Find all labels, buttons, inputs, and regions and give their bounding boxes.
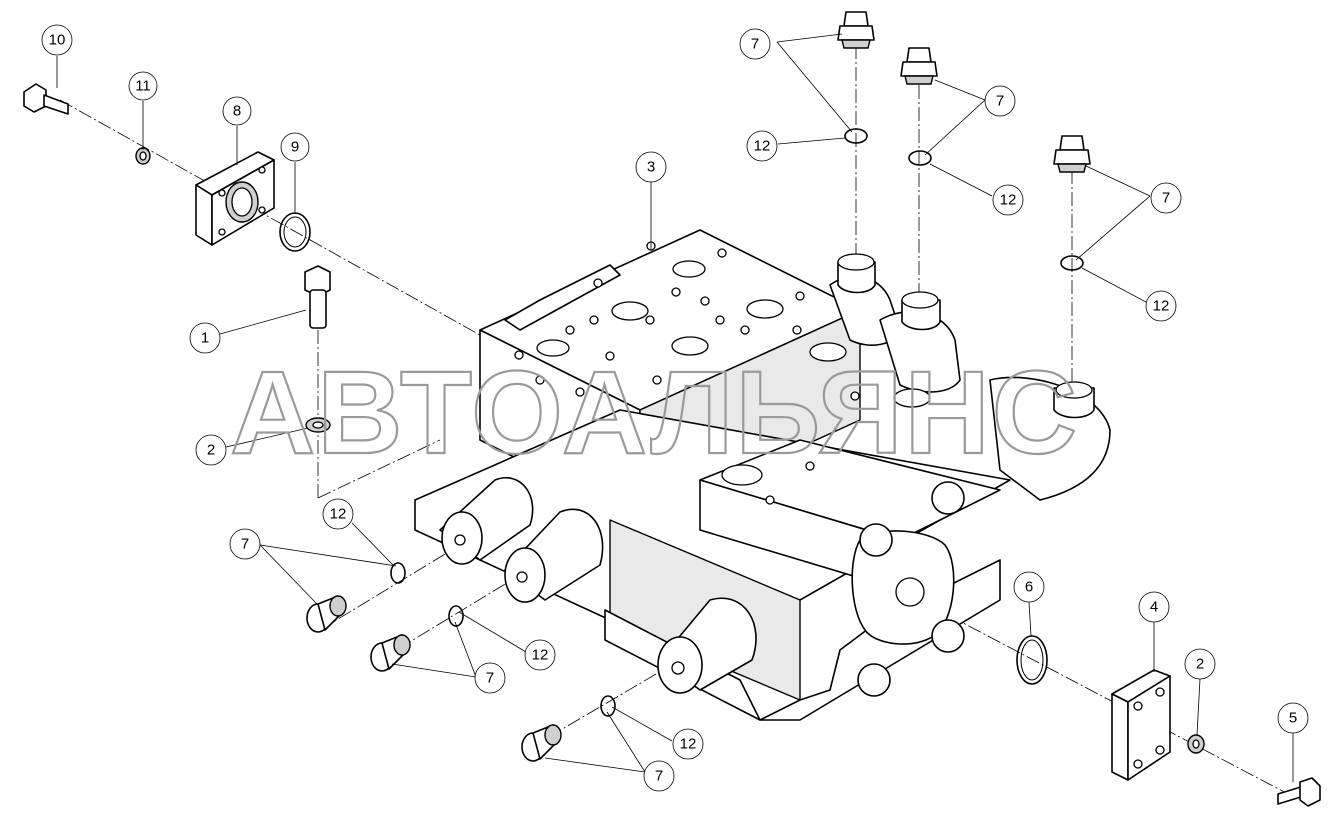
- svg-text:12: 12: [1153, 298, 1170, 315]
- callout-7-top-1: 7: [739, 28, 771, 60]
- o-ring-part-6: [1016, 635, 1048, 685]
- callout-12-top-3: 12: [1145, 290, 1177, 322]
- svg-text:8: 8: [233, 103, 241, 120]
- callout-10: 10: [41, 24, 73, 56]
- leader-lines: [56, 33, 1294, 782]
- callout-2-left: 2: [195, 434, 227, 466]
- callout-12-top-2: 12: [992, 184, 1024, 216]
- flange-plate-part-8: [195, 151, 275, 246]
- svg-text:7: 7: [241, 536, 249, 553]
- svg-text:5: 5: [1289, 710, 1297, 727]
- svg-text:2: 2: [1196, 656, 1204, 673]
- callout-5: 5: [1277, 702, 1309, 734]
- bolt-part-10: [23, 83, 69, 115]
- cover-plate-part-4: [1111, 669, 1171, 781]
- callout-4: 4: [1138, 591, 1170, 623]
- svg-text:10: 10: [49, 32, 66, 49]
- svg-text:7: 7: [751, 36, 759, 53]
- svg-text:12: 12: [754, 138, 771, 155]
- bolt-part-5: [1277, 777, 1321, 807]
- valve-body-part-3: [414, 229, 1111, 721]
- svg-text:7: 7: [1162, 190, 1170, 207]
- callout-7-front-1: 7: [229, 528, 261, 560]
- callout-8: 8: [222, 96, 252, 126]
- callout-12-top-1: 12: [746, 130, 778, 162]
- svg-text:12: 12: [330, 506, 347, 523]
- callout-12-front-1: 12: [322, 498, 354, 530]
- callout-12-front-2: 12: [524, 639, 556, 671]
- svg-text:2: 2: [207, 442, 215, 459]
- watermark-text: АВТОАЛЬЯНС: [230, 347, 1079, 479]
- callout-7-top-2: 7: [984, 85, 1016, 117]
- svg-text:11: 11: [135, 78, 151, 95]
- svg-text:7: 7: [486, 670, 494, 687]
- svg-text:3: 3: [647, 159, 655, 176]
- svg-text:1: 1: [201, 330, 209, 347]
- svg-text:4: 4: [1150, 599, 1158, 616]
- callout-7-front-2: 7: [474, 662, 506, 694]
- callout-7-front-3: 7: [643, 760, 675, 792]
- callout-6: 6: [1013, 571, 1045, 603]
- top-fittings: [837, 11, 1091, 271]
- bolt-part-1: [304, 265, 331, 329]
- callout-7-top-3: 7: [1150, 182, 1182, 214]
- svg-text:7: 7: [655, 768, 663, 785]
- svg-text:12: 12: [680, 736, 697, 753]
- svg-text:12: 12: [532, 647, 549, 664]
- front-fittings: [306, 562, 616, 762]
- svg-text:7: 7: [996, 93, 1004, 110]
- callout-3: 3: [635, 151, 667, 183]
- callout-1: 1: [189, 322, 221, 354]
- callout-2-right: 2: [1184, 648, 1216, 680]
- svg-text:6: 6: [1025, 579, 1033, 596]
- callout-9: 9: [280, 132, 310, 162]
- svg-text:9: 9: [291, 139, 299, 156]
- svg-text:12: 12: [1000, 192, 1017, 209]
- callout-12-front-3: 12: [672, 728, 704, 760]
- callout-11: 11: [128, 71, 158, 101]
